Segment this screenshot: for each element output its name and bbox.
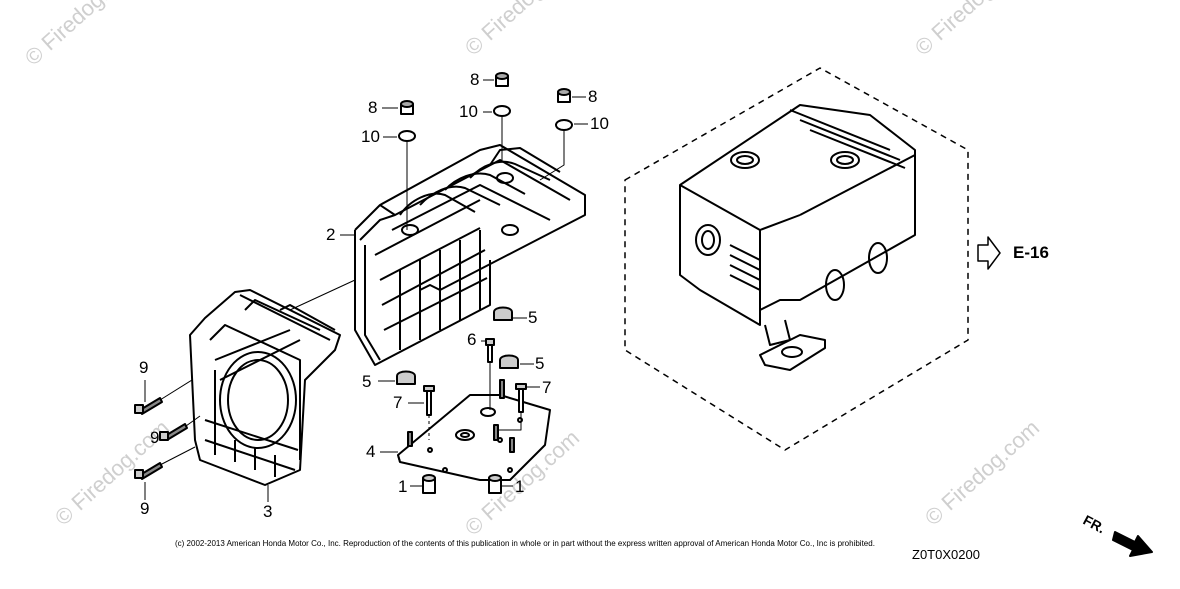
- callout-8: 8: [368, 98, 378, 117]
- callout-6: 6: [467, 330, 477, 349]
- reference-label: E-16: [1013, 243, 1049, 262]
- engine-reference-group: [624, 67, 969, 451]
- spacer-1a: [422, 474, 436, 494]
- diagram-code: Z0T0X0200: [912, 547, 980, 562]
- stud-7a: [423, 385, 435, 416]
- callout-7: 7: [393, 393, 403, 412]
- callout-5: 5: [528, 308, 538, 327]
- flange-nut-8c: [557, 88, 571, 103]
- grommet-5a: [493, 306, 513, 321]
- callout-9: 9: [139, 358, 149, 377]
- bolt-6: [485, 338, 495, 363]
- screw-9c: [134, 462, 163, 480]
- grommet-5b: [396, 370, 416, 385]
- muffler-plate: [397, 394, 551, 481]
- callout-4: 4: [366, 442, 376, 461]
- callout-9: 9: [140, 499, 150, 518]
- callout-10: 10: [459, 102, 478, 121]
- callout-8: 8: [470, 70, 480, 89]
- grommet-5c: [499, 354, 519, 369]
- callout-7: 7: [542, 378, 552, 397]
- spacer-1b: [488, 474, 502, 494]
- washer-10c: [555, 119, 573, 131]
- callout-10: 10: [361, 127, 380, 146]
- callout-9: 9: [150, 428, 160, 447]
- callout-10: 10: [590, 114, 609, 133]
- screw-9a: [134, 397, 163, 415]
- copyright-notice: (c) 2002-2013 American Honda Motor Co., …: [175, 539, 875, 548]
- callout-1: 1: [398, 477, 408, 496]
- callout-1: 1: [515, 477, 525, 496]
- washer-10b: [493, 105, 511, 117]
- callout-5: 5: [535, 354, 545, 373]
- washer-10a: [398, 130, 416, 142]
- callout-8: 8: [588, 87, 598, 106]
- stud-7b: [515, 383, 527, 413]
- callout-5: 5: [362, 372, 372, 391]
- callout-3: 3: [263, 502, 273, 521]
- callout-2: 2: [326, 225, 336, 244]
- flange-nut-8a: [400, 100, 414, 115]
- front-direction-arrow-icon: [1112, 531, 1153, 557]
- muffler-protector: [354, 144, 586, 366]
- flange-nut-8b: [495, 72, 509, 87]
- screw-9b: [159, 423, 188, 441]
- muffler-cover: [189, 289, 341, 486]
- reference-arrow-icon: [977, 236, 1001, 270]
